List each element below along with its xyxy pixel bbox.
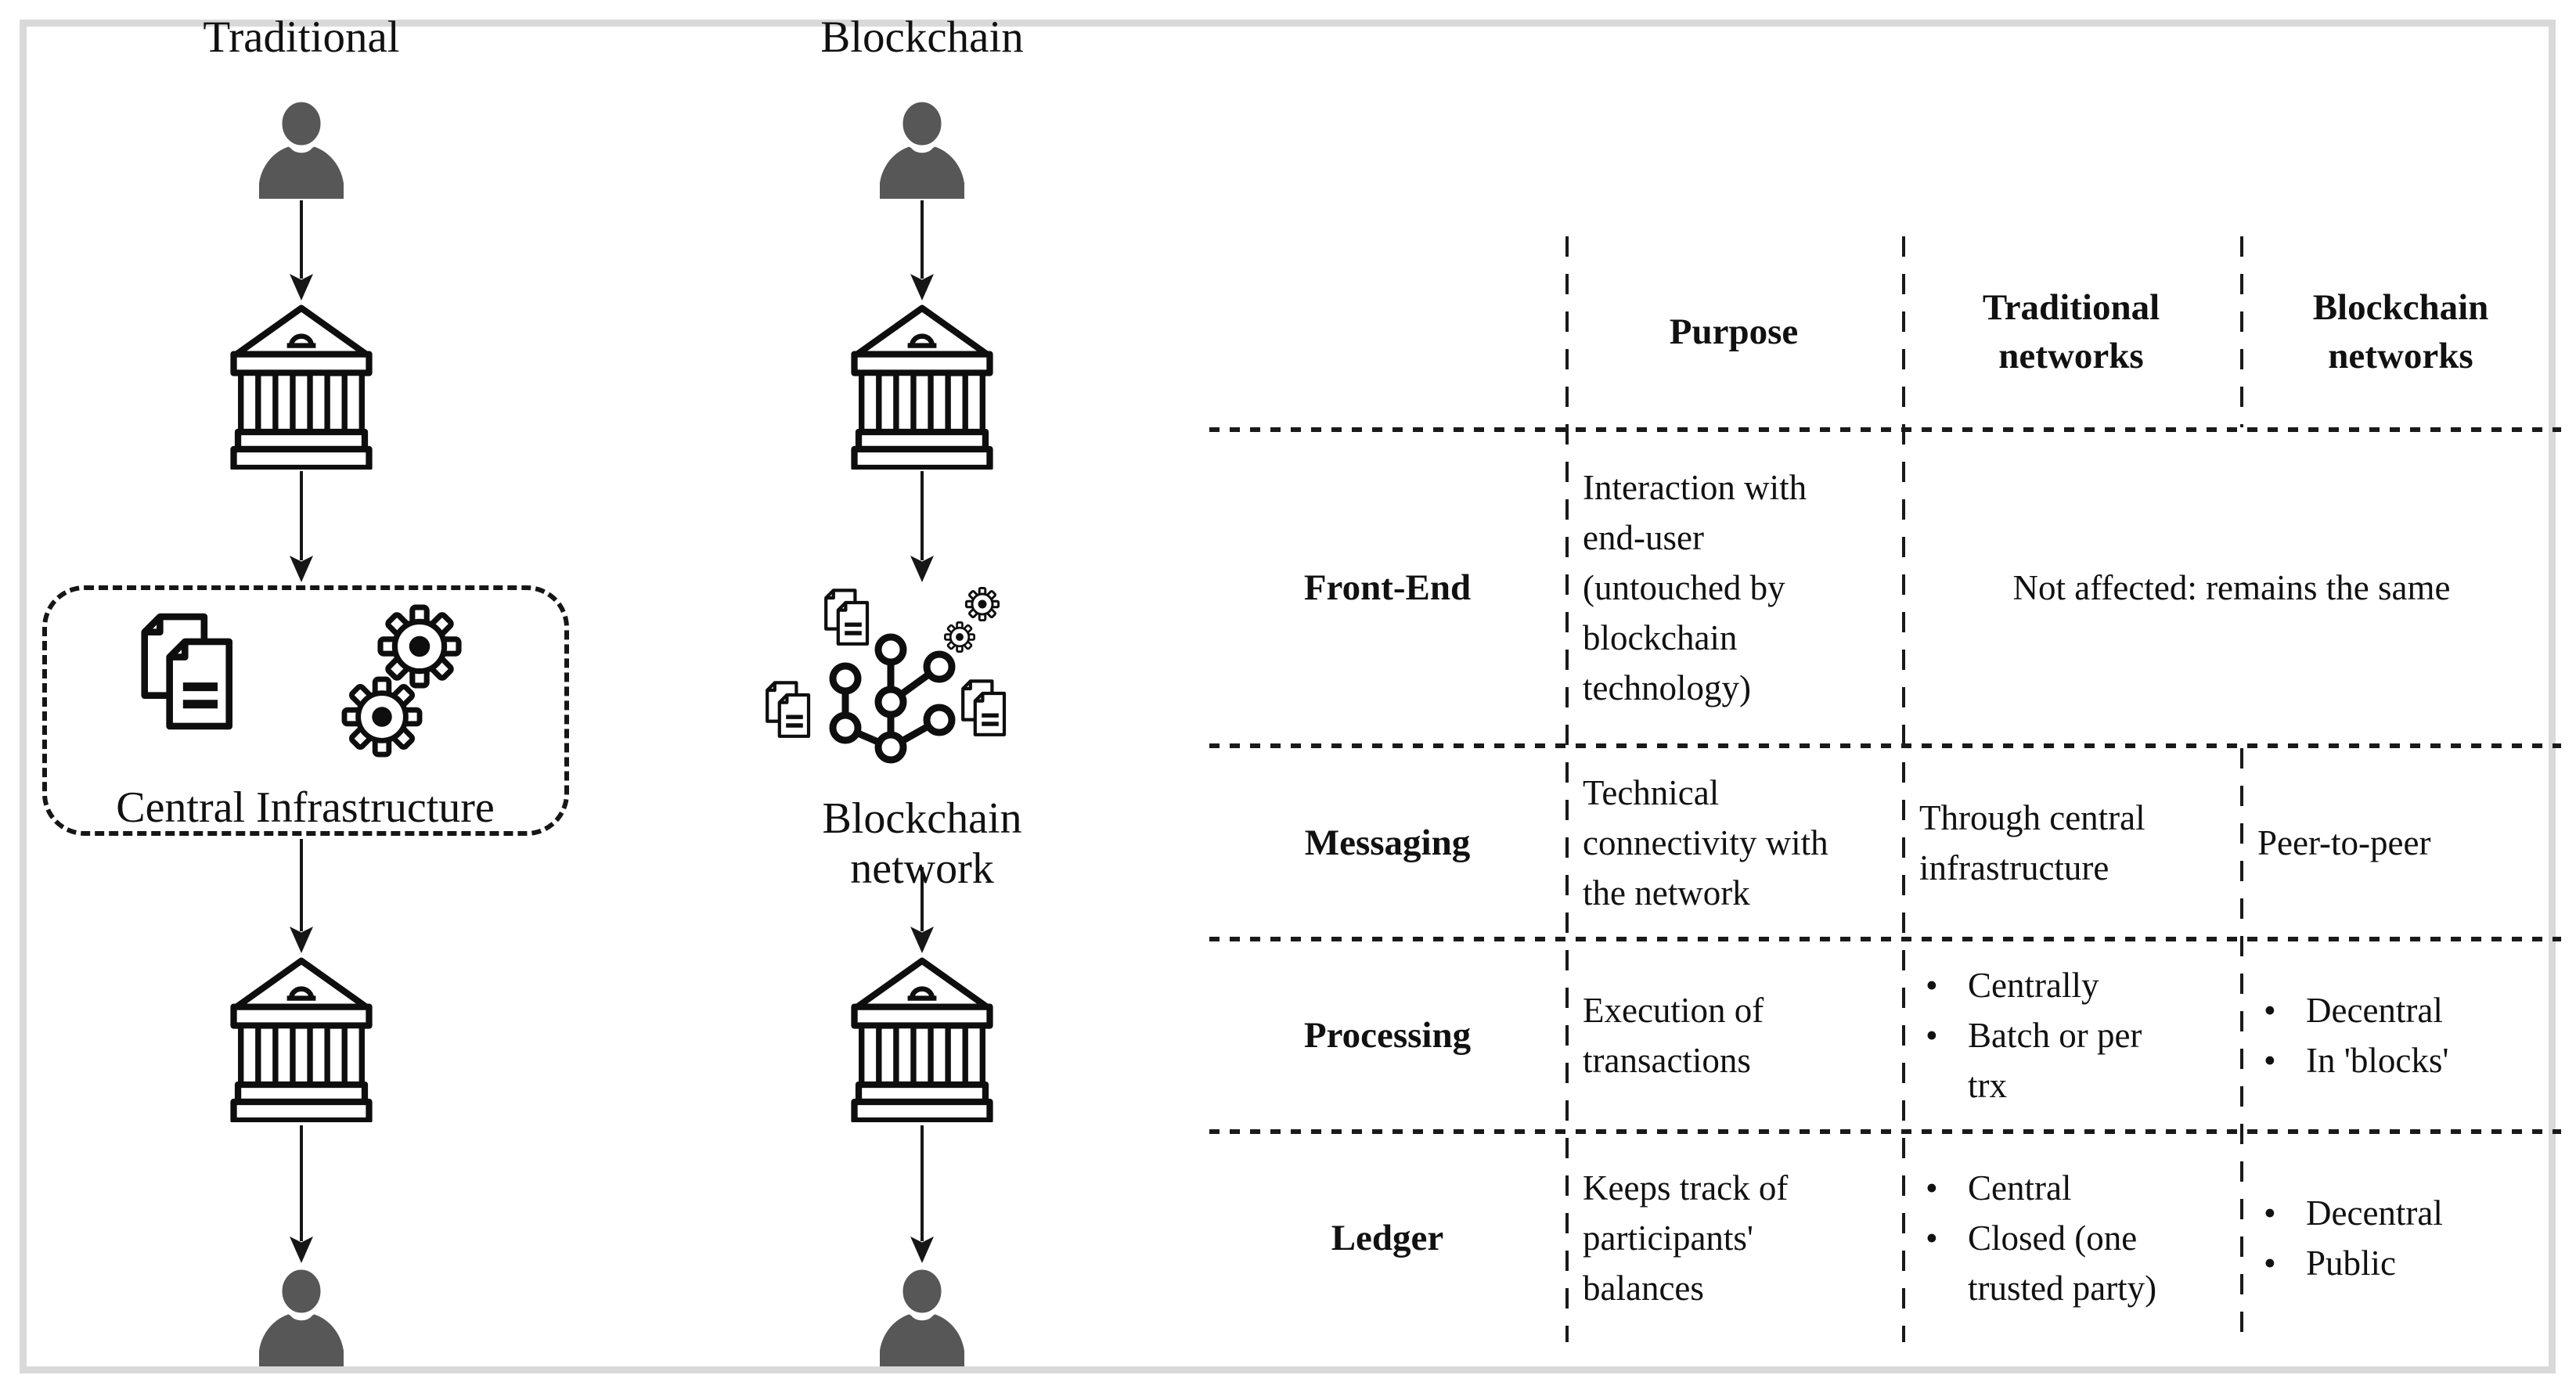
table-column-separator xyxy=(2240,236,2243,427)
bullet-list: Central Closed (one trusted party) xyxy=(1902,1163,2156,1313)
table-column-separator xyxy=(2240,748,2243,1342)
arrow-down-icon xyxy=(910,200,934,301)
table-row-separator xyxy=(1209,427,2561,432)
bullet-list: Centrally Batch or per trx xyxy=(1902,960,2142,1110)
blockchain-network-icon xyxy=(758,586,1024,764)
list-item: In 'blocks' xyxy=(2264,1035,2448,1085)
list-item: Decentral xyxy=(2264,1188,2443,1238)
arrow-down-icon xyxy=(290,839,313,953)
cell-ledger-blockchain: Decentral Public xyxy=(2240,1134,2561,1342)
cell-front-end-purpose: Interaction with end-user (untouched by … xyxy=(1583,468,1807,707)
cell-ledger-purpose: Keeps track of participants' balances xyxy=(1583,1168,1789,1308)
blockchain-network-label: Blockchain network xyxy=(822,794,1022,893)
list-item: Decentral xyxy=(2264,985,2448,1035)
cell-ledger-traditional: Central Closed (one trusted party) xyxy=(1902,1134,2240,1342)
user-icon xyxy=(254,1266,348,1366)
traditional-flow-title: Traditional xyxy=(203,13,400,62)
bullet-list: Decentral In 'blocks' xyxy=(2240,985,2448,1085)
arrow-down-icon xyxy=(910,471,934,582)
bank-icon xyxy=(850,304,994,470)
row-label-front-end: Front-End xyxy=(1303,567,1472,608)
cell-processing-traditional: Centrally Batch or per trx xyxy=(1902,941,2240,1129)
table-column-separator xyxy=(1902,236,1905,1342)
list-item: Centrally xyxy=(1926,960,2142,1010)
bullet-list: Decentral Public xyxy=(2240,1188,2443,1288)
bank-icon xyxy=(850,956,994,1122)
list-item: Public xyxy=(2264,1238,2443,1288)
column-header-blockchain: Blockchain networks xyxy=(2312,287,2489,376)
column-header-traditional: Traditional networks xyxy=(1982,287,2160,376)
column-header-purpose: Purpose xyxy=(1669,311,1799,352)
arrow-down-icon xyxy=(290,1125,313,1263)
gears-icon xyxy=(337,599,493,767)
row-label-messaging: Messaging xyxy=(1304,822,1471,863)
cell-front-end-merged: Not affected: remains the same xyxy=(2012,568,2451,607)
arrow-down-icon xyxy=(290,200,313,301)
row-label-processing: Processing xyxy=(1303,1015,1472,1056)
cell-processing-purpose: Execution of transactions xyxy=(1583,991,1764,1080)
user-icon xyxy=(875,1266,969,1366)
table-column-separator xyxy=(1565,236,1569,1342)
user-icon xyxy=(875,99,969,199)
central-infrastructure-label: Central Infrastructure xyxy=(116,783,495,832)
cell-messaging-purpose: Technical connectivity with the network xyxy=(1583,772,1828,912)
cell-processing-blockchain: Decentral In 'blocks' xyxy=(2240,941,2561,1129)
cell-messaging-traditional: Through central infrastructure xyxy=(1919,797,2145,887)
arrow-down-icon xyxy=(910,867,934,953)
arrow-down-icon xyxy=(910,1125,934,1263)
list-item: Central xyxy=(1926,1163,2156,1213)
bank-icon xyxy=(229,956,373,1122)
central-infrastructure-box xyxy=(42,585,569,836)
list-item: Closed (one trusted party) xyxy=(1926,1213,2156,1313)
row-label-ledger: Ledger xyxy=(1331,1218,1444,1258)
table-row-separator xyxy=(1209,937,2561,941)
bank-icon xyxy=(229,304,373,470)
table-row-separator xyxy=(1209,1129,2561,1134)
arrow-down-icon xyxy=(290,471,313,582)
cell-messaging-blockchain: Peer-to-peer xyxy=(2257,822,2431,862)
list-item: Batch or per trx xyxy=(1926,1010,2142,1110)
documents-icon xyxy=(133,613,239,730)
blockchain-flow-title: Blockchain xyxy=(820,13,1024,62)
table-row-separator xyxy=(1209,743,2561,748)
user-icon xyxy=(254,99,348,199)
